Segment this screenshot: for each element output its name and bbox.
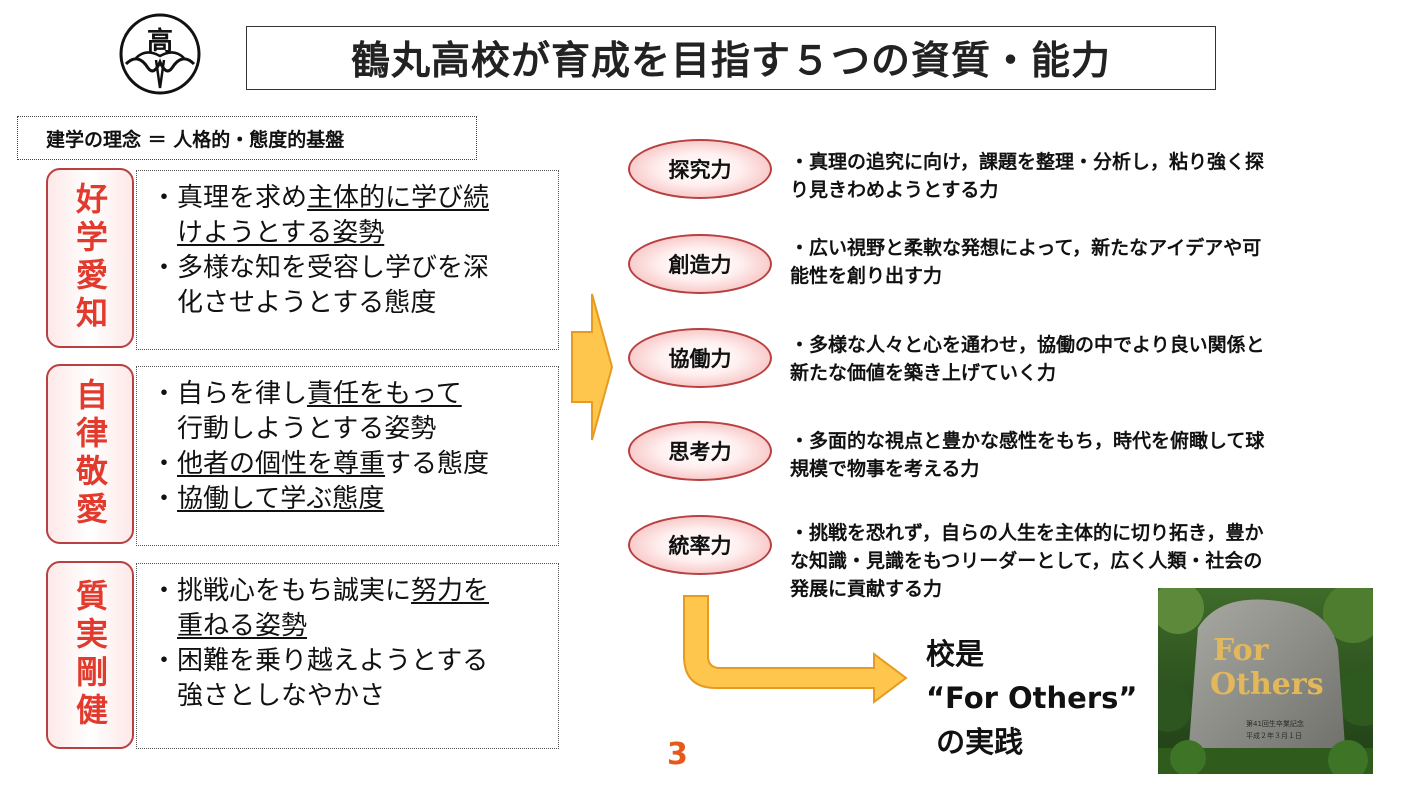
plain-text: する態度	[385, 449, 490, 479]
pillar-label: 自律敬愛	[71, 378, 109, 530]
philosophy-box: 建学の理念 ＝ 人格的・態度的基盤	[17, 116, 477, 160]
plain-text: ・挑戦心をもち誠実に	[151, 576, 412, 606]
philosophy-text: 建学の理念 ＝ 人格的・態度的基盤	[46, 128, 345, 151]
ability-desc-line: ・多面的な視点と豊かな感性をもち，時代を俯瞰して球	[790, 430, 1265, 452]
pillar-label-box: 質実剛健	[46, 561, 134, 749]
plain-text: 行動しようとする姿勢	[151, 414, 437, 444]
pillar-description-line: 強さとしなやかさ	[151, 679, 558, 714]
underlined-text: 主体的に学び続	[307, 183, 490, 213]
plain-text: 強さとしなやかさ	[151, 681, 386, 711]
ability-name: 創造力	[668, 253, 732, 277]
ability-name: 思考力	[668, 440, 732, 464]
pillar-description-box: ・真理を求め主体的に学び続 けようとする姿勢・多様な知を受容し学びを深 化させよ…	[136, 170, 559, 350]
pillar-label: 好学愛知	[71, 182, 109, 334]
stone-text: Others	[1210, 667, 1324, 702]
ability-description: ・多面的な視点と豊かな感性をもち，時代を俯瞰して球 規模で物事を考える力	[790, 427, 1390, 483]
pillar-description-line: ・多様な知を受容し学びを深	[151, 251, 558, 286]
underlined-text: 重ねる姿勢	[177, 611, 308, 641]
ability-desc-line: 能性を創り出す力	[790, 265, 943, 287]
plain-text: ・	[151, 449, 178, 479]
motto-line: 校是	[926, 637, 985, 671]
logo-text: 高	[147, 26, 173, 57]
plain-text: ・困難を乗り越えようとする	[151, 646, 489, 676]
pillar-description-line: 行動しようとする姿勢	[151, 412, 558, 447]
ability-description: ・広い視野と柔軟な発想によって，新たなアイデアや可 能性を創り出す力	[790, 234, 1390, 290]
title-box: 鶴丸高校が育成を目指す５つの資質・能力	[246, 26, 1216, 90]
ability-name: 探究力	[668, 158, 732, 182]
plain-text: ・真理を求め	[151, 183, 308, 213]
ability-desc-line: り見きわめようとする力	[790, 179, 999, 201]
ability-desc-line: ・多様な人々と心を通わせ，協働の中でより良い関係と	[790, 334, 1265, 356]
underlined-text: 他者の個性を尊重	[177, 449, 386, 479]
ability-desc-line: ・挑戦を恐れず，自らの人生を主体的に切り拓き，豊か	[790, 522, 1264, 544]
pillar-label: 質実剛健	[71, 579, 109, 731]
ability-oval: 創造力	[628, 234, 772, 294]
plain-text	[151, 611, 177, 641]
ability-oval: 協働力	[628, 328, 772, 388]
ability-desc-line: 発展に貢献する力	[790, 578, 943, 600]
plain-text: 化させようとする態度	[151, 288, 437, 318]
pillar-description-box: ・自らを律し責任をもって 行動しようとする姿勢・他者の個性を尊重する態度・協働し…	[136, 366, 559, 546]
underlined-text: 協働して学ぶ態度	[177, 484, 385, 514]
page-title: 鶴丸高校が育成を目指す５つの資質・能力	[350, 39, 1111, 84]
ability-oval: 思考力	[628, 421, 772, 481]
pillar-description-line: ・困難を乗り越えようとする	[151, 644, 558, 679]
pillar-description-line: ・挑戦心をもち誠実に努力を	[151, 574, 558, 609]
motto-line: “For Others”	[926, 681, 1138, 715]
underlined-text: 努力を	[411, 576, 490, 606]
ability-desc-line: 規模で物事を考える力	[790, 458, 980, 480]
pillar-description-line: ・真理を求め主体的に学び続	[151, 181, 558, 216]
stone-text: For	[1213, 633, 1270, 668]
ability-name: 統率力	[668, 534, 732, 558]
ability-desc-line: ・真理の追究に向け，課題を整理・分析し，粘り強く探	[790, 151, 1265, 173]
pillar-description-line: 化させようとする態度	[151, 286, 558, 321]
pillar-description-line: 重ねる姿勢	[151, 609, 558, 644]
ability-name: 協働力	[668, 347, 732, 371]
pillar-label-box: 自律敬愛	[46, 364, 134, 544]
pillar-description-line: ・自らを律し責任をもって	[151, 377, 558, 412]
pillar-description-box: ・挑戦心をもち誠実に努力を 重ねる姿勢・困難を乗り越えようとする 強さとしなやか…	[136, 563, 559, 749]
ability-description: ・挑戦を恐れず，自らの人生を主体的に切り拓き，豊か な知識・見識をもつリーダーと…	[790, 519, 1390, 603]
stone-inscription: 平成２年３月１日	[1246, 731, 1302, 740]
ability-description: ・真理の追究に向け，課題を整理・分析し，粘り強く探 り見きわめようとする力	[790, 148, 1390, 204]
pillar-description-line: ・他者の個性を尊重する態度	[151, 447, 558, 482]
pillar-description-line: ・協働して学ぶ態度	[151, 482, 558, 517]
page-number: 3	[667, 737, 688, 772]
ability-oval: 統率力	[628, 515, 772, 575]
bent-arrow-icon	[683, 595, 908, 704]
plain-text: ・自らを律し	[151, 379, 308, 409]
ability-oval: 探究力	[628, 139, 772, 199]
ability-desc-line: 新たな価値を築き上げていく力	[790, 362, 1057, 384]
underlined-text: 責任をもって	[307, 379, 462, 409]
monument-photo: For Others 第41回生卒業記念 平成２年３月１日	[1158, 588, 1373, 774]
stone-inscription: 第41回生卒業記念	[1246, 719, 1304, 728]
plain-text: ・	[151, 484, 178, 514]
ability-description: ・多様な人々と心を通わせ，協働の中でより良い関係と 新たな価値を築き上げていく力	[790, 331, 1390, 387]
plain-text: ・多様な知を受容し学びを深	[151, 253, 490, 283]
pillar-label-box: 好学愛知	[46, 168, 134, 348]
ability-desc-line: ・広い視野と柔軟な発想によって，新たなアイデアや可	[790, 237, 1262, 259]
ability-desc-line: な知識・見識をもつリーダーとして，広く人類・社会の	[790, 550, 1263, 572]
right-arrow-icon	[571, 293, 614, 441]
plain-text	[151, 218, 177, 248]
motto-line: の実践	[926, 725, 1024, 759]
underlined-text: けようとする姿勢	[177, 218, 385, 248]
school-logo: 高	[118, 12, 202, 96]
pillar-description-line: けようとする姿勢	[151, 216, 558, 251]
school-motto: 校是 “For Others” の実践	[926, 632, 1137, 764]
